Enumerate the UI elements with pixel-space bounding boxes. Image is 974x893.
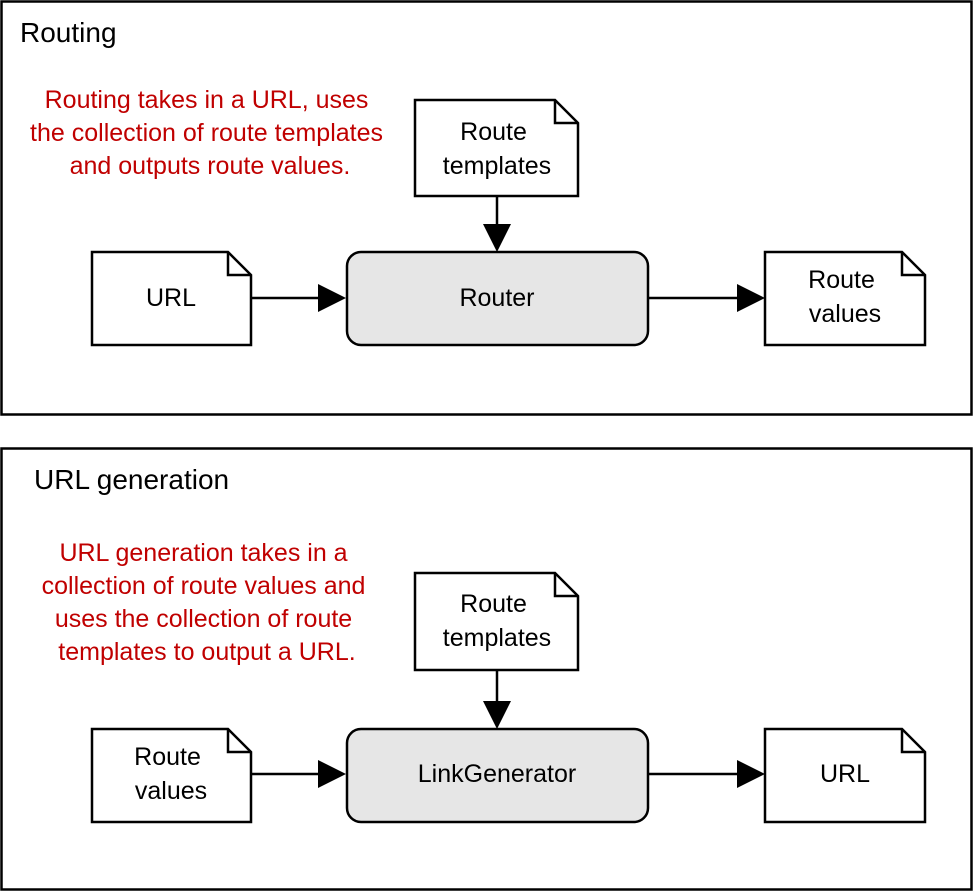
route-values-document: Route values xyxy=(763,250,927,347)
arrow-url-to-router xyxy=(251,284,346,312)
arrow-templates-to-router xyxy=(483,196,511,252)
routing-panel: Routing Routing takes in a URL, uses the… xyxy=(0,0,973,416)
linkgenerator-label: LinkGenerator xyxy=(418,760,576,788)
note-line: the collection of route templates xyxy=(30,119,383,147)
arrow-linkgenerator-to-url xyxy=(648,760,765,788)
arrow-router-to-route-values xyxy=(648,284,765,312)
url-label: URL xyxy=(146,284,196,312)
routing-panel-frame xyxy=(0,0,973,416)
route-templates-document: Route templates xyxy=(413,98,580,198)
note-line: collection of route values and xyxy=(42,572,366,600)
url-document: URL xyxy=(90,250,253,347)
panel-title: Routing xyxy=(20,17,117,48)
linkgenerator-process: LinkGenerator xyxy=(345,727,650,824)
route-values-label: Route values xyxy=(134,743,208,805)
router-label: Router xyxy=(459,284,534,312)
arrow-templates-to-linkgenerator xyxy=(483,670,511,729)
url-document: URL xyxy=(763,727,927,824)
url-label: URL xyxy=(820,760,870,788)
route-values-document: Route values xyxy=(90,727,253,824)
note-line: templates to output a URL. xyxy=(58,638,355,666)
note-line: and outputs route values. xyxy=(70,152,351,180)
url-generation-panel: URL generation URL generation takes in a… xyxy=(0,447,973,891)
panel-note: Routing takes in a URL, uses the collect… xyxy=(30,86,390,180)
panel-note: URL generation takes in a collection of … xyxy=(42,539,373,666)
note-line: uses the collection of route xyxy=(55,605,352,633)
route-templates-document: Route templates xyxy=(413,571,580,672)
route-values-label: Route values xyxy=(808,266,882,328)
router-process: Router xyxy=(345,250,650,347)
note-line: Routing takes in a URL, uses xyxy=(45,86,369,114)
route-templates-label: Route templates xyxy=(443,118,551,180)
arrow-route-values-to-linkgenerator xyxy=(251,760,346,788)
panel-title: URL generation xyxy=(34,464,229,495)
route-templates-label: Route templates xyxy=(443,590,551,652)
note-line: URL generation takes in a xyxy=(59,539,347,567)
